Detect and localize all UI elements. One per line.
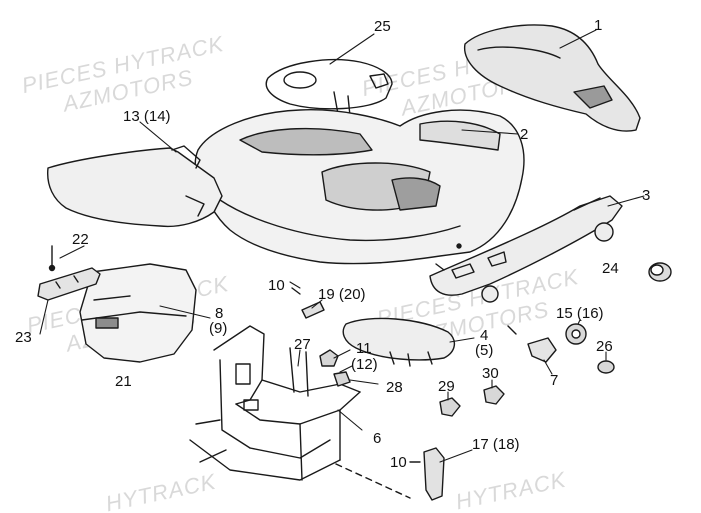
part-15-knob	[565, 323, 587, 345]
callout-2: 2	[520, 126, 529, 143]
part-24-cap	[648, 262, 672, 282]
part-13-side-panel	[47, 145, 223, 228]
callout-27: 27	[294, 336, 311, 353]
part-1-front-fairing	[464, 24, 641, 132]
callout-12: (12)	[351, 356, 378, 373]
callout-5: (5)	[475, 342, 494, 359]
callout-9: (9)	[209, 320, 228, 337]
callout-17-18: 17 (18)	[472, 436, 520, 453]
part-28-clip	[333, 371, 351, 387]
bolt-head	[48, 264, 56, 272]
part-21-footrest-panel	[79, 263, 197, 363]
part-30-fastener	[483, 385, 505, 405]
bolt-line	[435, 263, 445, 271]
part-19-plate	[301, 301, 325, 319]
part-6-frame	[189, 325, 361, 481]
part-23-bracket	[37, 267, 101, 301]
part-29-fastener	[439, 397, 461, 417]
part-2-front-fender	[194, 109, 525, 265]
callout-1: 1	[594, 17, 603, 34]
part-11-clip	[319, 349, 339, 367]
callout-30: 30	[482, 365, 499, 382]
assembly-line	[335, 463, 411, 499]
callout-4: 4	[480, 327, 489, 344]
part-4-front-trim	[342, 317, 455, 367]
callout-7: 7	[550, 372, 559, 389]
callout-29: 29	[438, 378, 455, 395]
part-3-front-bumper	[429, 195, 623, 303]
callout-22: 22	[72, 231, 89, 248]
callout-28: 28	[386, 379, 403, 396]
callout-21: 21	[115, 373, 132, 390]
part-25-instrument-cover	[265, 59, 393, 117]
bolt-dot	[456, 243, 462, 249]
callout-6: 6	[373, 430, 382, 447]
callout-23: 23	[15, 329, 32, 346]
callout-11: 11	[356, 340, 372, 357]
callout-26: 26	[596, 338, 613, 355]
callout-3: 3	[642, 187, 651, 204]
callout-25: 25	[374, 18, 391, 35]
callout-24: 24	[602, 260, 619, 277]
callout-15-16: 15 (16)	[556, 305, 604, 322]
part-26-grommet	[597, 360, 615, 374]
leader-lines	[39, 29, 645, 463]
callout-10-lower: 10	[390, 454, 407, 471]
callout-8: 8	[215, 305, 224, 322]
part-7-bracket	[507, 325, 557, 363]
part-17-bracket	[409, 447, 445, 501]
callout-19-20: 19 (20)	[318, 286, 366, 303]
callout-10-upper: 10	[268, 277, 285, 294]
part-10-bolt	[291, 287, 301, 295]
callout-13-14: 13 (14)	[123, 108, 171, 125]
